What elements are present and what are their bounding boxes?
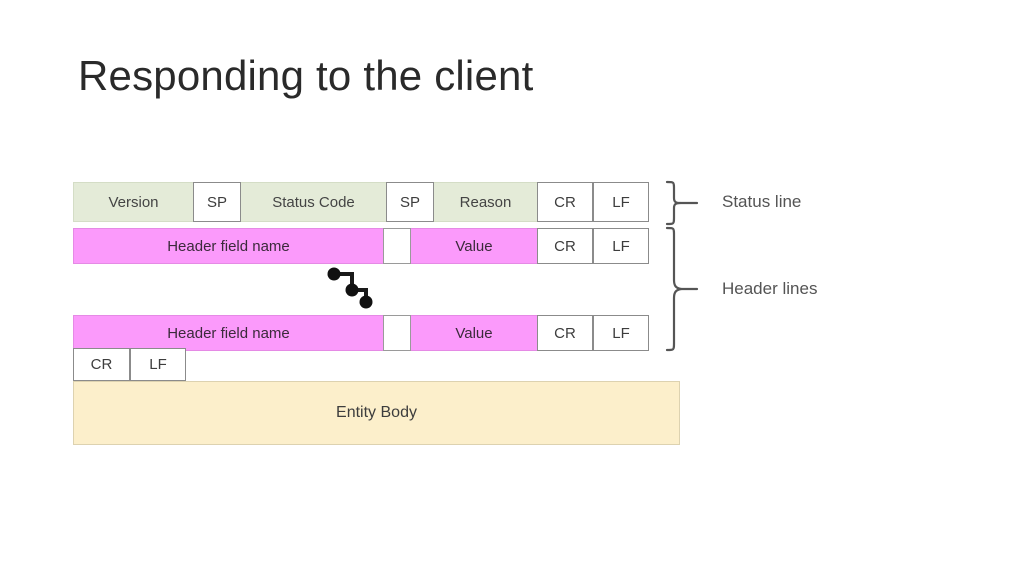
status-line-cell-lf: LF [593,182,649,222]
entity-body-block: Entity Body [73,381,680,445]
blank-line-cell-cr: CR [73,348,130,381]
header-line-1-cell-field-name: Header field name [167,237,290,255]
status-line-cell-cr: CR [537,182,593,222]
status-line-cell-status-code: Status Code [272,193,355,211]
status-line-annotation-label: Status line [722,192,802,211]
header-lines-brace-icon [663,224,719,359]
header-line-row-2: Header field name Value CR LF [73,315,649,351]
status-line-row: Version SP Status Code SP Reason CR LF [73,182,649,222]
blank-line-row: CR LF [73,348,186,381]
status-line-cell-reason: Reason [459,193,512,211]
blank-line-cell-lf: LF [130,348,186,381]
vertical-ellipsis-icon [322,264,374,317]
header-line-2-cell-field-name: Header field name [167,324,290,342]
header-lines-annotation-label: Header lines [722,279,818,298]
header-line-1-cell-cr: CR [537,228,593,264]
header-line-row-1: Header field name Value CR LF [73,228,649,264]
header-line-2-cell-cr: CR [537,315,593,351]
header-line-2-cell-value: Value [455,324,493,342]
header-line-2-cell-separator [383,315,411,351]
status-line-cell-version: Version [108,193,159,211]
header-line-1-cell-value: Value [455,237,493,255]
header-line-1-cell-separator [383,228,411,264]
page-title: Responding to the client [78,52,534,99]
header-line-2-cell-lf: LF [593,315,649,351]
status-line-cell-sp-1: SP [193,182,241,222]
header-line-1-cell-lf: LF [593,228,649,264]
status-line-brace-icon [663,178,719,233]
status-line-cell-sp-2: SP [386,182,434,222]
